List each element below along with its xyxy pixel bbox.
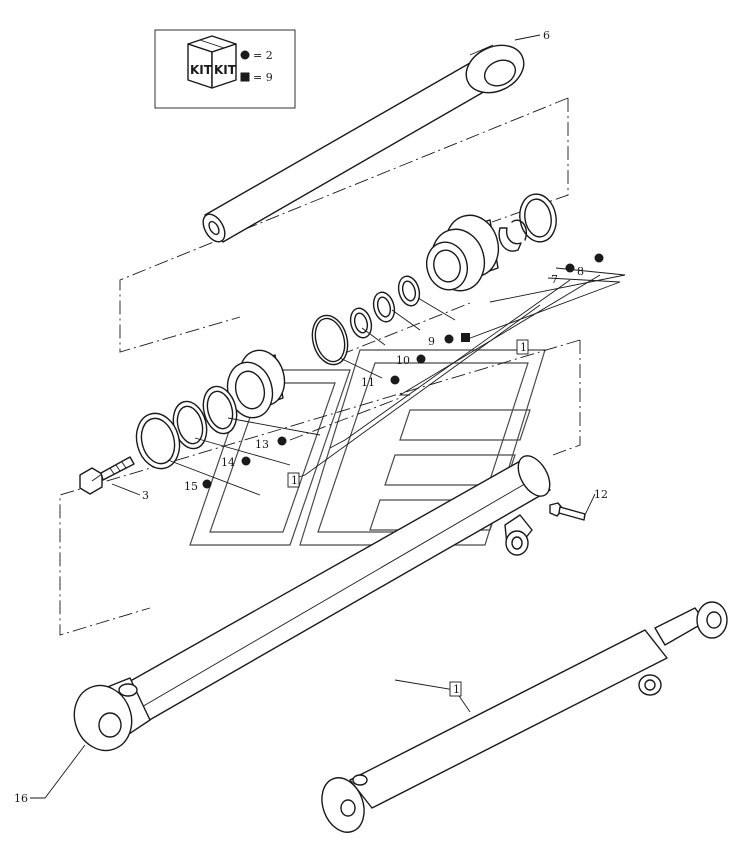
piston [226,349,286,419]
kit-ref-boxes: 1 1 1 [287,339,529,697]
callout-16: 16 [14,792,28,805]
square-equals-label: = 9 [253,71,273,84]
callout-3: 3 [142,489,149,502]
circle-symbol-icon [240,50,250,60]
kit-ref-box-b [287,472,300,488]
callout-11: 11 [361,376,375,389]
bolt-large [79,456,135,495]
kit-dot-10 [416,354,426,364]
kit-ref-box-b-label: 1 [291,474,298,487]
callout-12: 12 [594,488,608,501]
assembled-cylinder [321,601,728,833]
wiper-ring [519,193,557,243]
o-ring [311,314,349,366]
callout-13: 13 [255,438,269,451]
kit-square-9 [461,333,470,342]
piston-seals [135,385,238,470]
cylinder-barrel [73,455,551,752]
callout-15: 15 [184,480,198,493]
kit-ref-box-a-label: 1 [520,341,527,354]
callout-9: 9 [428,335,435,348]
circle-equals-label: = 2 [253,49,273,62]
kit-box-icon: KIT KIT [187,35,237,89]
kit-dot-15 [202,479,212,489]
kit-dot-13 [277,436,287,446]
square-symbol-icon [240,72,250,82]
callout-8: 8 [577,265,584,278]
kit-dot-11 [390,375,400,385]
callout-14: 14 [221,456,235,469]
bolt-small [549,502,586,521]
kit-dot-14 [241,456,251,466]
kit-legend: KIT KIT = 2 = 9 [154,29,296,109]
piston-rod [202,44,525,243]
legend-frame [154,29,296,109]
callout-numbers: 6 8 7 9 10 11 13 14 15 3 12 16 [14,29,608,805]
split-ring [498,219,527,252]
callout-leaders [30,34,626,799]
kit-markers [202,253,604,489]
kit-ref-box-a [516,339,529,355]
kit-ref-box-c [449,681,462,697]
callout-10: 10 [396,354,410,367]
kit-word-front: KIT [190,63,213,77]
rod-seals [349,275,421,339]
kit-dot-7 [565,263,575,273]
callout-6: 6 [543,29,550,42]
gland [426,214,500,292]
kit-dot-8 [594,253,604,263]
kit-word-side: KIT [214,63,237,77]
kit-ref-box-c-label: 1 [453,683,460,696]
callout-7: 7 [551,273,558,286]
kit-dot-9 [444,334,454,344]
